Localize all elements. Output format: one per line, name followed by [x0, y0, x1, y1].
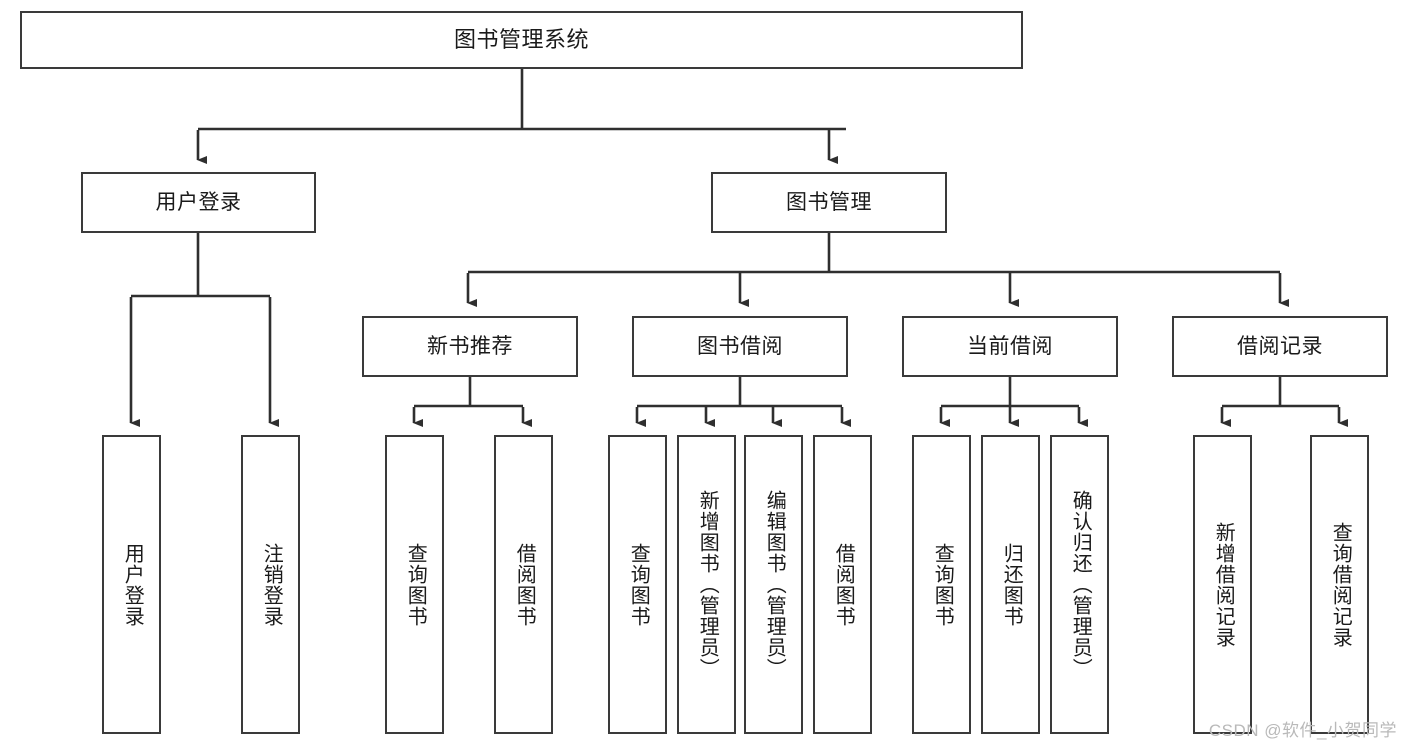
node-label: 查询借阅记录: [1329, 521, 1352, 648]
leaf-borrow-book-recommend[interactable]: 借阅图书: [494, 435, 553, 734]
node-user-login[interactable]: 用户登录: [81, 172, 316, 233]
node-label: 图书管理系统: [453, 26, 589, 52]
node-label: 用户登录: [121, 542, 144, 627]
node-label: 图书借阅: [697, 334, 783, 358]
leaf-confirm-return-admin[interactable]: 确认归还（管理员）: [1050, 435, 1109, 734]
node-label: 当前借阅: [967, 334, 1053, 358]
leaf-query-book-recommend[interactable]: 查询图书: [385, 435, 444, 734]
node-current-borrow[interactable]: 当前借阅: [902, 316, 1118, 377]
node-label: 确认归还（管理员）: [1069, 490, 1092, 679]
leaf-query-book-current[interactable]: 查询图书: [912, 435, 971, 734]
node-label: 借阅图书: [513, 542, 536, 627]
leaf-user-login[interactable]: 用户登录: [102, 435, 161, 734]
node-root-system[interactable]: 图书管理系统: [20, 11, 1023, 69]
node-label: 借阅记录: [1237, 334, 1323, 358]
leaf-query-borrow-record[interactable]: 查询借阅记录: [1310, 435, 1369, 734]
node-label: 归还图书: [1000, 542, 1023, 627]
node-label: 编辑图书（管理员）: [763, 490, 786, 679]
leaf-query-book-borrow[interactable]: 查询图书: [608, 435, 667, 734]
node-label: 新增图书（管理员）: [696, 490, 719, 679]
node-label: 新书推荐: [427, 334, 513, 358]
node-label: 图书管理: [786, 190, 872, 214]
node-book-borrow[interactable]: 图书借阅: [632, 316, 848, 377]
node-label: 用户登录: [155, 190, 242, 214]
leaf-logout[interactable]: 注销登录: [241, 435, 300, 734]
node-borrow-record[interactable]: 借阅记录: [1172, 316, 1388, 377]
leaf-add-book-admin[interactable]: 新增图书（管理员）: [677, 435, 736, 734]
node-book-management[interactable]: 图书管理: [711, 172, 947, 233]
node-new-book-recommend[interactable]: 新书推荐: [362, 316, 578, 377]
node-label: 注销登录: [260, 542, 283, 627]
leaf-borrow-book-borrow[interactable]: 借阅图书: [813, 435, 872, 734]
leaf-return-book[interactable]: 归还图书: [981, 435, 1040, 734]
node-label: 查询图书: [931, 542, 954, 627]
leaf-edit-book-admin[interactable]: 编辑图书（管理员）: [744, 435, 803, 734]
node-label: 查询图书: [627, 542, 650, 627]
node-label: 新增借阅记录: [1212, 521, 1235, 648]
csdn-watermark: CSDN @软件_小贺同学: [1208, 721, 1397, 740]
node-label: 查询图书: [404, 542, 427, 627]
node-label: 借阅图书: [832, 542, 855, 627]
leaf-add-borrow-record[interactable]: 新增借阅记录: [1193, 435, 1252, 734]
